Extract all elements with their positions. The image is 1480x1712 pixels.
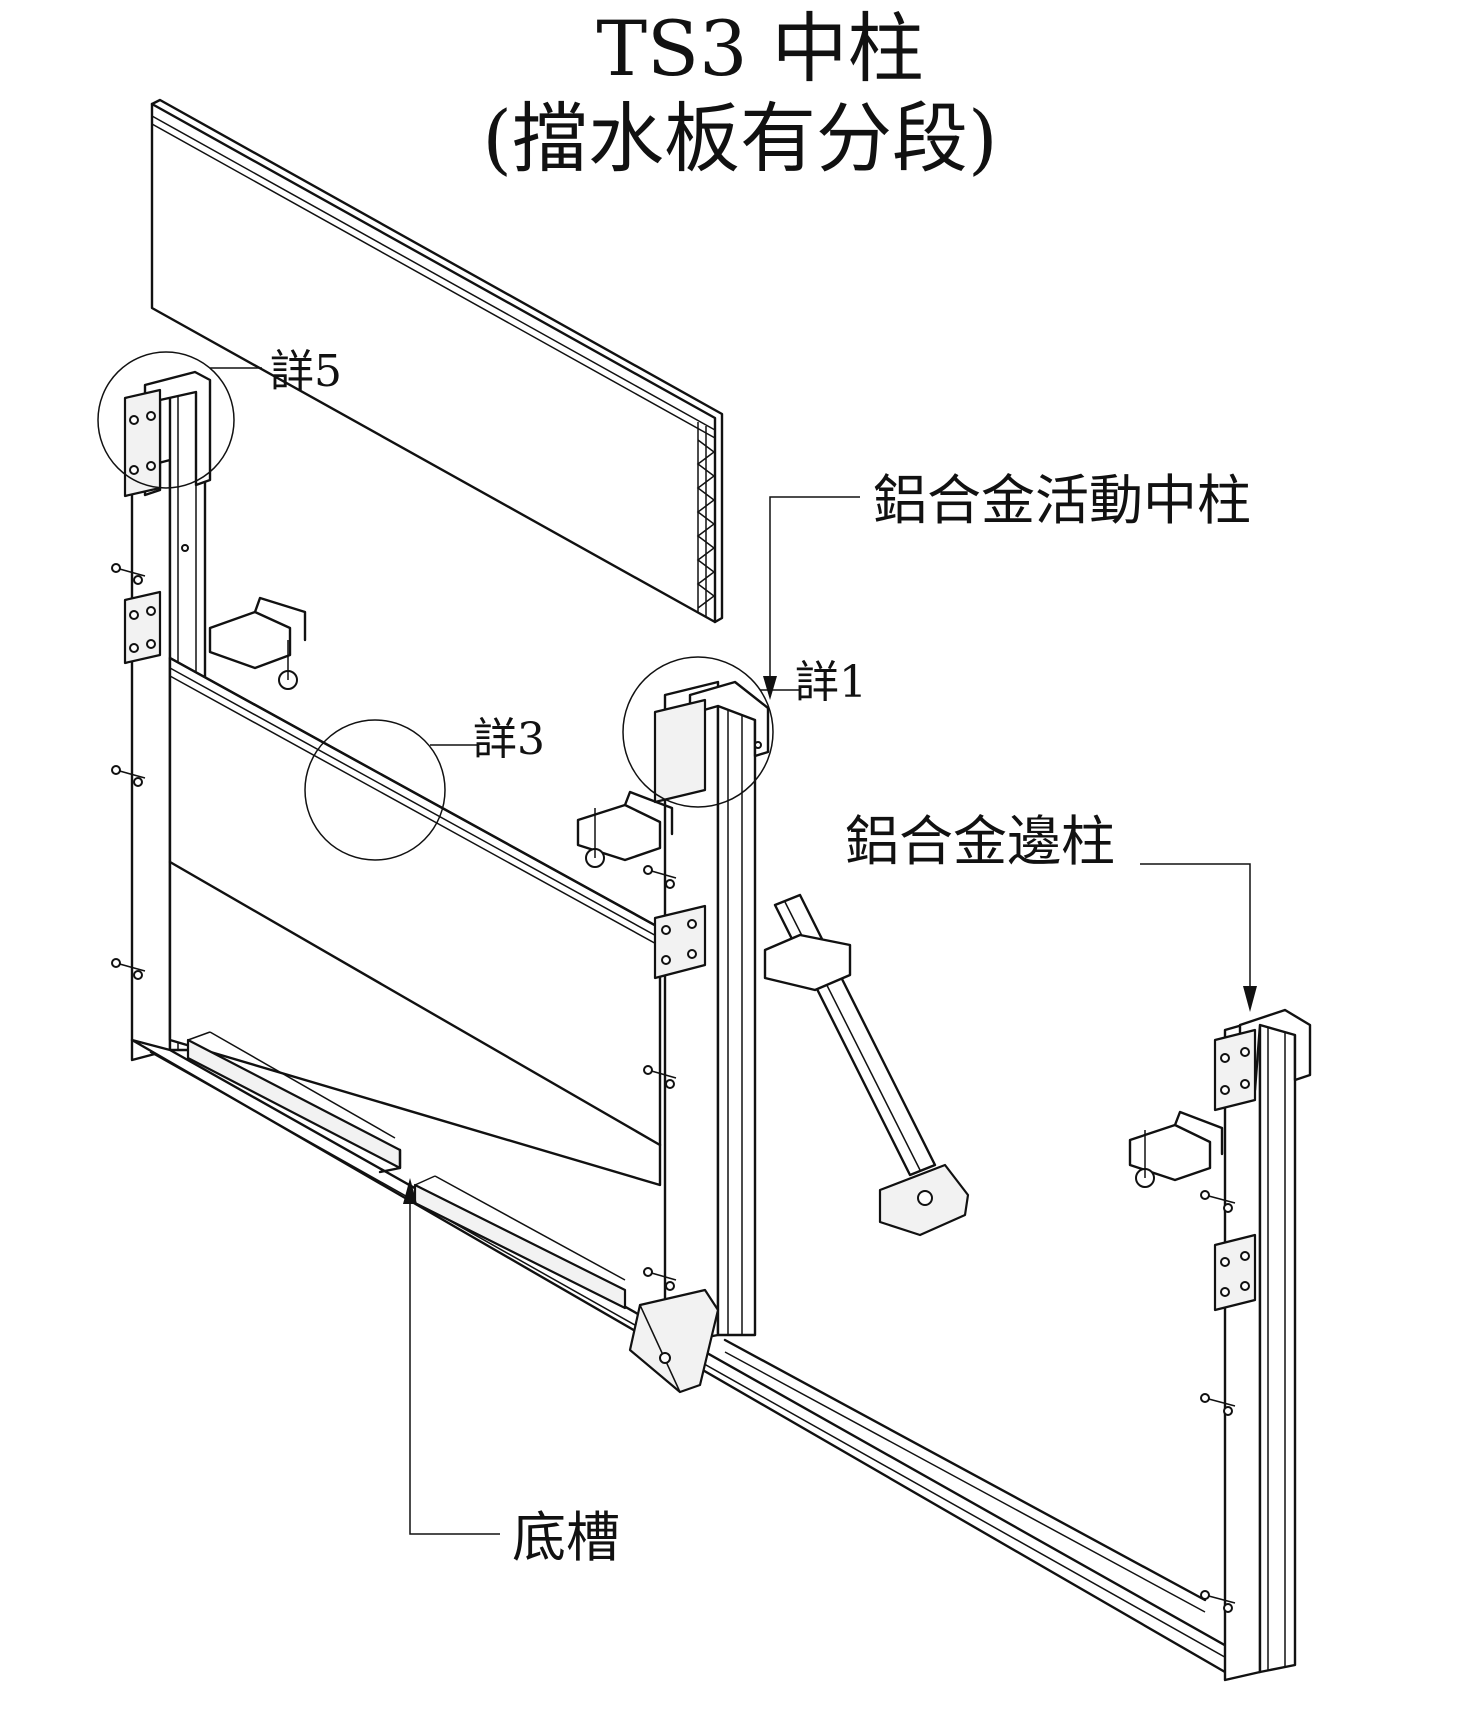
edge-post-leader [1140, 863, 1257, 1012]
clamp-assembly-right [1128, 1110, 1224, 1188]
title-line-2: (擋水板有分段) [482, 94, 997, 183]
support-strut [763, 893, 970, 1237]
right-edge-post [1200, 1008, 1312, 1682]
detail-3-circle [304, 719, 446, 861]
middle-movable-post [628, 680, 770, 1394]
bottom-channel-label: 底槽 [512, 1506, 620, 1569]
installed-flood-panels [168, 656, 662, 1187]
detail-5-label: 詳5 [270, 346, 342, 397]
edge-post-label: 鋁合金邊柱 [845, 810, 1115, 873]
top-flood-panel [150, 98, 724, 624]
detail-1-circle [622, 656, 774, 808]
detail-1-label: 詳1 [795, 657, 867, 708]
clamp-assembly-top [208, 596, 307, 690]
clamp-assembly-middle [576, 790, 674, 868]
bottom-channel-leader [403, 1178, 500, 1535]
middle-post-label: 鋁合金活動中柱 [873, 469, 1251, 532]
detail-5-circle [97, 351, 235, 489]
detail-3-label: 詳3 [473, 714, 545, 765]
title-line-1: TS3 中柱 [596, 4, 923, 93]
middle-post-leader [763, 496, 860, 700]
